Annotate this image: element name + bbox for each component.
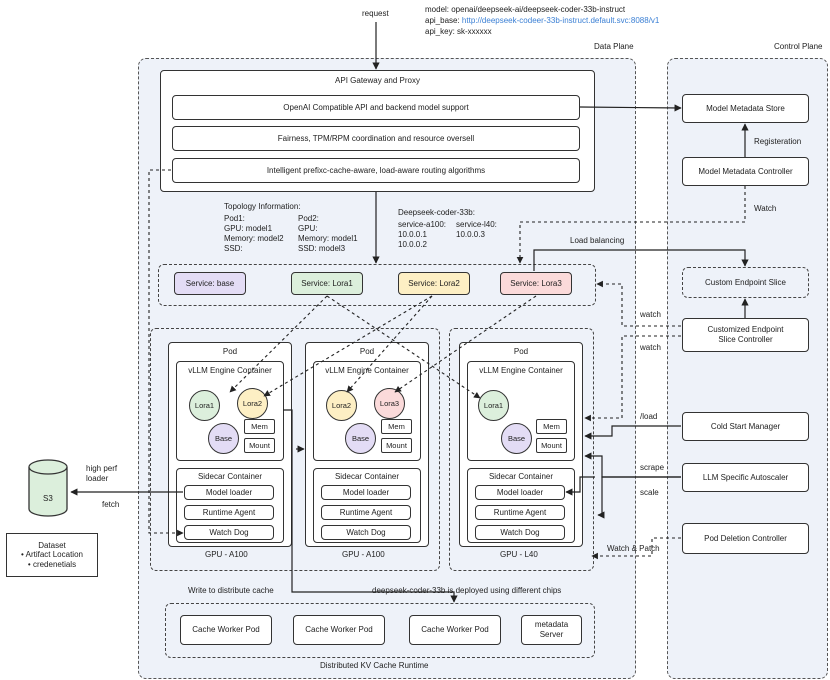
watch-label-1: watch — [640, 310, 661, 319]
kv-cache-label: Distributed KV Cache Runtime — [320, 661, 429, 670]
pod-3-sidecar-title: Sidecar Container — [488, 472, 554, 481]
request-label: request — [362, 9, 389, 18]
model-metadata-store: Model Metadata Store — [682, 94, 809, 123]
pod-2-model-loader: Model loader — [321, 485, 411, 500]
cache-worker-pod-2: Cache Worker Pod — [293, 615, 385, 645]
custom-endpoint-slice: Custom Endpoint Slice — [682, 267, 809, 298]
cold-start-manager: Cold Start Manager — [682, 412, 809, 441]
gateway-openai-api: OpenAI Compatible API and backend model … — [172, 95, 580, 120]
pod-1-base: Base — [208, 423, 239, 454]
pod-3-watch-dog: Watch Dog — [475, 525, 565, 540]
pod-2-mount: Mount — [381, 438, 412, 453]
pod-3-model-loader: Model loader — [475, 485, 565, 500]
dataset-box: Dataset • Artifact Location • credenetia… — [6, 533, 98, 577]
pod-1-mem: Mem — [244, 419, 275, 434]
llm-specific-autoscaler: LLM Specific Autoscaler — [682, 463, 809, 492]
api-gateway-title: API Gateway and Proxy — [335, 76, 420, 85]
scrape-label: scrape — [640, 463, 665, 472]
pod-2-adapter-lora3: Lora3 — [374, 388, 405, 419]
watch-label-2: watch — [640, 343, 661, 352]
service-lora2[interactable]: Service: Lora2 — [398, 272, 470, 295]
control-plane — [667, 58, 828, 679]
pod-2-watch-dog: Watch Dog — [321, 525, 411, 540]
gateway-routing: Intelligent prefixc-cache-aware, load-aw… — [172, 158, 580, 183]
pod-1-gpu: GPU - A100 — [205, 550, 248, 559]
pod-1-watch-dog: Watch Dog — [184, 525, 274, 540]
pod-1-model-loader: Model loader — [184, 485, 274, 500]
write-cache-label: Write to distribute cache — [188, 586, 274, 595]
registration-label: Registeration — [754, 137, 802, 146]
pod-3-gpu: GPU - L40 — [500, 550, 538, 559]
fetch-label: fetch — [102, 500, 120, 509]
service-lora1[interactable]: Service: Lora1 — [291, 272, 363, 295]
dataset-item-credentials: • credenetials — [27, 559, 77, 569]
deepseek-title: Deepseek-coder-33b: — [398, 208, 475, 217]
api-base-line: api_base: http://deepseek-codeer-33b-ins… — [425, 16, 659, 26]
pod-1-engine-title: vLLM Engine Container — [188, 366, 272, 375]
pod-3-title: Pod — [513, 347, 529, 356]
pod-1-adapter-lora2: Lora2 — [237, 388, 268, 419]
custom-endpoint-slice-label: Custom Endpoint Slice — [705, 278, 786, 287]
dataset-title: Dataset — [38, 540, 66, 550]
topology-pod2: Pod2: GPU: Memory: model1 SSD: model3 — [298, 214, 358, 253]
service-lora3[interactable]: Service: Lora3 — [500, 272, 572, 295]
high-perf-loader-label: high perf loader — [86, 464, 118, 483]
pod-2-title: Pod — [359, 347, 375, 356]
pod-2-base: Base — [345, 423, 376, 454]
service-l40-info: service-l40: 10.0.0.3 — [456, 220, 497, 239]
scale-label: scale — [640, 488, 659, 497]
gateway-fairness: Fairness, TPM/RPM coordination and resou… — [172, 126, 580, 151]
endpoint-slice-controller: Customized Endpoint Slice Controller — [682, 318, 809, 352]
model-metadata-controller: Model Metadata Controller — [682, 157, 809, 186]
pod-3-runtime-agent: Runtime Agent — [475, 505, 565, 520]
watch-patch-label: Watch & Patch — [607, 544, 660, 553]
load-balancing-label: Load balancing — [570, 236, 625, 245]
deployed-note: deepseek-coder-33b is deployed using dif… — [372, 586, 562, 595]
load-label: /load — [640, 412, 658, 421]
pod-2-runtime-agent: Runtime Agent — [321, 505, 411, 520]
api-base-prefix: api_base: — [425, 16, 462, 25]
dataset-item-artifact: • Artifact Location — [21, 550, 83, 560]
pod-2-adapter-lora2: Lora2 — [326, 390, 357, 421]
pod-3-mem: Mem — [536, 419, 567, 434]
control-plane-label: Control Plane — [774, 42, 823, 51]
metadata-server: metadata Server — [521, 615, 582, 645]
data-plane-label: Data Plane — [594, 42, 634, 51]
cache-worker-pod-3: Cache Worker Pod — [409, 615, 501, 645]
pod-1-title: Pod — [222, 347, 238, 356]
pod-3-mount: Mount — [536, 438, 567, 453]
pod-2-sidecar-title: Sidecar Container — [334, 472, 400, 481]
pod-1-adapter-lora1: Lora1 — [189, 390, 220, 421]
dataset-item-credentials-text: credenetials — [32, 559, 77, 569]
api-base-url[interactable]: http://deepseek-codeer-33b-instruct.defa… — [461, 16, 660, 25]
s3-label: S3 — [43, 494, 53, 503]
pod-1-runtime-agent: Runtime Agent — [184, 505, 274, 520]
pod-3-engine-title: vLLM Engine Container — [479, 366, 563, 375]
pod-1-mount: Mount — [244, 438, 275, 453]
pod-1-sidecar-title: Sidecar Container — [197, 472, 263, 481]
pod-3-adapter-lora1: Lora1 — [478, 390, 509, 421]
watch-label: Watch — [754, 204, 777, 213]
topology-title: Topology Information: — [224, 202, 301, 211]
api-key-line: api_key: sk-xxxxxx — [425, 27, 492, 36]
service-base[interactable]: Service: base — [174, 272, 246, 295]
s3-cylinder — [28, 459, 68, 517]
dataset-item-artifact-text: Artifact Location — [25, 550, 83, 560]
service-a100-info: service-a100: 10.0.0.1 10.0.0.2 — [398, 220, 447, 249]
pod-2-engine-title: vLLM Engine Container — [325, 366, 409, 375]
cache-worker-pod-1: Cache Worker Pod — [180, 615, 272, 645]
pod-2-mem: Mem — [381, 419, 412, 434]
pod-deletion-controller: Pod Deletion Controller — [682, 523, 809, 554]
kv-cache-group — [165, 603, 595, 658]
pod-2-gpu: GPU - A100 — [342, 550, 385, 559]
model-line: model: openai/deepseek-ai/deepseek-coder… — [425, 5, 626, 14]
topology-pod1: Pod1: GPU: model1 Memory: model2 SSD: — [224, 214, 284, 253]
pod-3-base: Base — [501, 423, 532, 454]
